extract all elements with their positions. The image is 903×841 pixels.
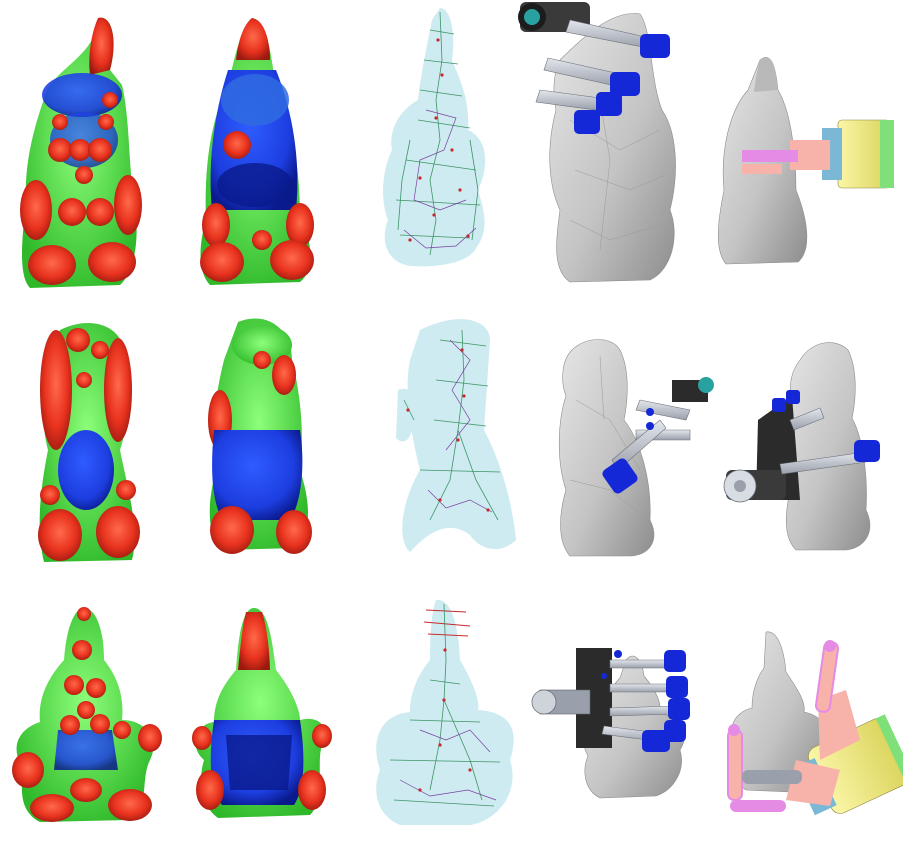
heatmap-back-gnome — [200, 18, 314, 285]
medial-skeleton-clown — [376, 600, 513, 825]
gripper-grasp-b-gnome — [718, 57, 894, 264]
row-gnome — [20, 2, 894, 288]
heatmap-front-dog — [38, 323, 140, 562]
medial-skeleton-gnome — [383, 8, 485, 266]
heatmap-back-clown — [192, 608, 332, 818]
gripper-grasp-a-gnome — [518, 2, 676, 282]
gripper-grasp-a-dog — [559, 340, 714, 557]
gripper-grasp-a-clown — [532, 648, 690, 798]
heatmap-back-dog — [208, 318, 312, 554]
medial-skeleton-dog — [396, 319, 516, 552]
heatmap-front-gnome — [20, 18, 142, 288]
heatmap-front-clown — [12, 607, 162, 822]
row-clown — [12, 600, 903, 825]
gripper-grasp-b-dog — [724, 343, 880, 550]
gripper-grasp-b-clown — [728, 632, 903, 824]
row-dog — [38, 318, 880, 562]
